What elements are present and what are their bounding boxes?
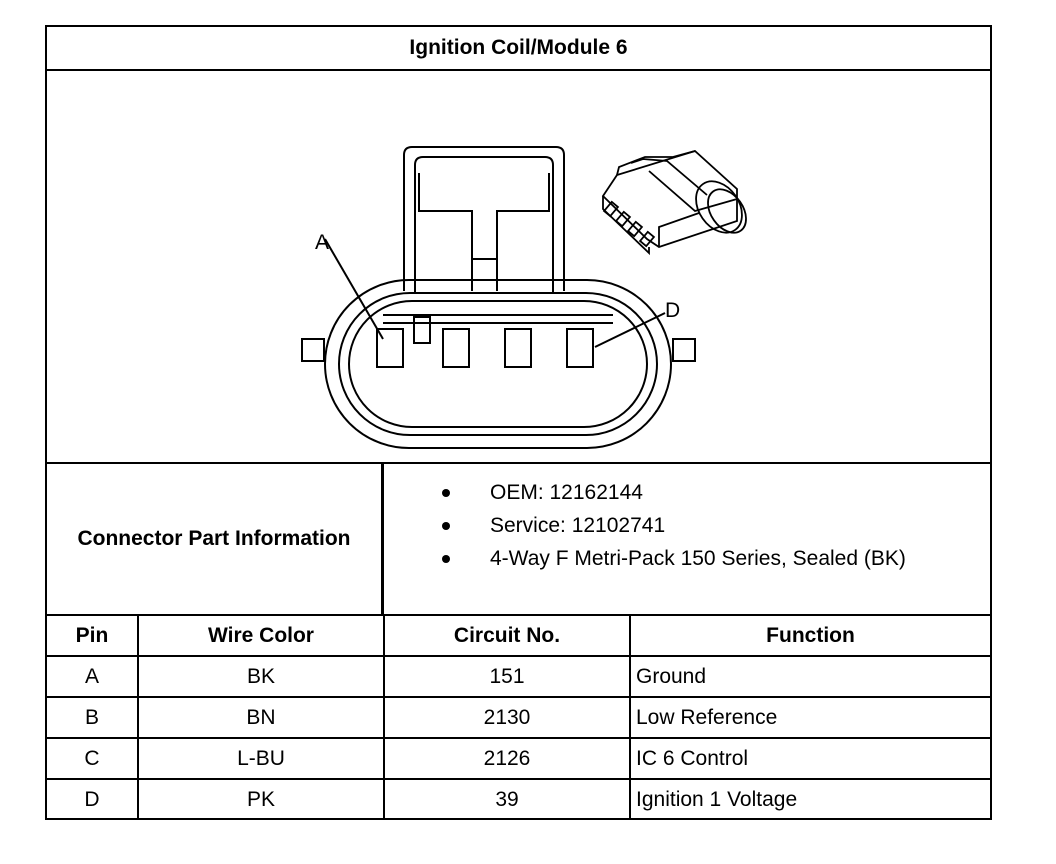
header-pin: Pin: [47, 616, 139, 657]
cavity-b: [442, 328, 470, 368]
connector-info-label: Connector Part Information: [47, 464, 384, 614]
bullet-icon: [442, 489, 450, 497]
function-cell: IC 6 Control: [629, 737, 990, 780]
connector-tab-right: [672, 338, 696, 362]
connector-info-section: Connector Part Information OEM: 12162144…: [47, 464, 990, 616]
connector-tab-left: [301, 338, 325, 362]
header-function: Function: [629, 616, 990, 657]
connector-info-list: OEM: 12162144 Service: 12102741 4-Way F …: [384, 464, 990, 614]
circuit-cell: 2126: [383, 737, 631, 780]
sheet-title: Ignition Coil/Module 6: [47, 27, 990, 71]
callout-a: A: [315, 231, 329, 254]
table-row: B BN 2130 Low Reference: [47, 696, 990, 739]
circuit-cell: 151: [383, 655, 631, 698]
function-cell: Low Reference: [629, 696, 990, 739]
circuit-cell: 2130: [383, 696, 631, 739]
header-wire-color: Wire Color: [137, 616, 385, 657]
header-circuit-no: Circuit No.: [383, 616, 631, 657]
leader-a: [324, 238, 384, 340]
pin-cell: D: [47, 778, 139, 820]
oem-part-number: OEM: 12162144: [490, 481, 643, 504]
bullet-icon: [442, 555, 450, 563]
leader-d: [594, 312, 666, 348]
pin-cell: B: [47, 696, 139, 739]
wire-color-cell: BK: [137, 655, 385, 698]
connector-figure: A D: [47, 71, 990, 464]
circuit-cell: 39: [383, 778, 631, 820]
connector-latch: [403, 146, 565, 291]
function-cell: Ignition 1 Voltage: [629, 778, 990, 820]
connector-body: [324, 279, 672, 449]
bullet-icon: [442, 522, 450, 530]
connector-iso-view: [601, 149, 747, 256]
function-cell: Ground: [629, 655, 990, 698]
connector-diagram: A D: [301, 146, 747, 449]
cavity-d: [566, 328, 594, 368]
table-row: D PK 39 Ignition 1 Voltage: [47, 778, 990, 820]
cavity-key: [413, 316, 431, 344]
connector-latch-inner: [414, 156, 554, 293]
callout-d: D: [665, 299, 680, 322]
wire-color-cell: BN: [137, 696, 385, 739]
connector-sheet: Ignition Coil/Module 6: [45, 25, 992, 820]
table-row: C L-BU 2126 IC 6 Control: [47, 737, 990, 780]
connector-seal: [338, 292, 658, 436]
pin-table: Pin Wire Color Circuit No. Function A BK…: [47, 616, 990, 820]
service-part-number: Service: 12102741: [490, 514, 666, 537]
connector-description: 4-Way F Metri-Pack 150 Series, Sealed (B…: [490, 547, 906, 570]
pin-cell: A: [47, 655, 139, 698]
table-row: A BK 151 Ground: [47, 655, 990, 698]
cavity-a: [376, 328, 404, 368]
table-header-row: Pin Wire Color Circuit No. Function: [47, 616, 990, 657]
cavity-c: [504, 328, 532, 368]
pin-cell: C: [47, 737, 139, 780]
wire-color-cell: PK: [137, 778, 385, 820]
connector-face: [348, 300, 648, 428]
wire-color-cell: L-BU: [137, 737, 385, 780]
